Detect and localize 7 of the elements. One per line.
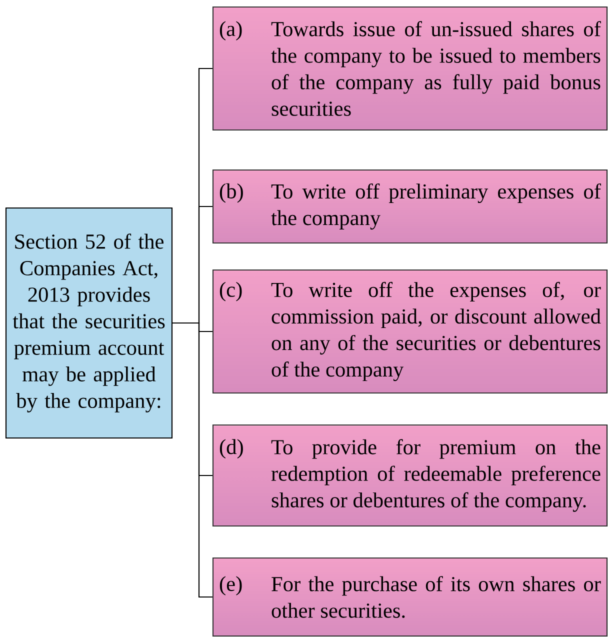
item-box: (c) To write off the expenses of, or commission paid, or discount allowed on any of the securities or debentures of the company	[212, 269, 608, 394]
item-box: (d) To provide for premium on the redemption of redeemable preference shares or debentures of the company.	[212, 424, 608, 527]
section-box: Section 52 of the Companies Act, 2013 provides that the securities premium account may be applied by the company:	[5, 207, 173, 439]
item-box: (e) For the purchase of its own shares or other securities.	[212, 557, 608, 637]
connector-line	[172, 322, 212, 598]
item-box: (a) Towards issue of un-issued shares of the company to be issued to members of the company as fully paid bonus securities	[212, 6, 608, 131]
item-box: (b) To write off preliminary expenses of the company	[212, 169, 608, 244]
